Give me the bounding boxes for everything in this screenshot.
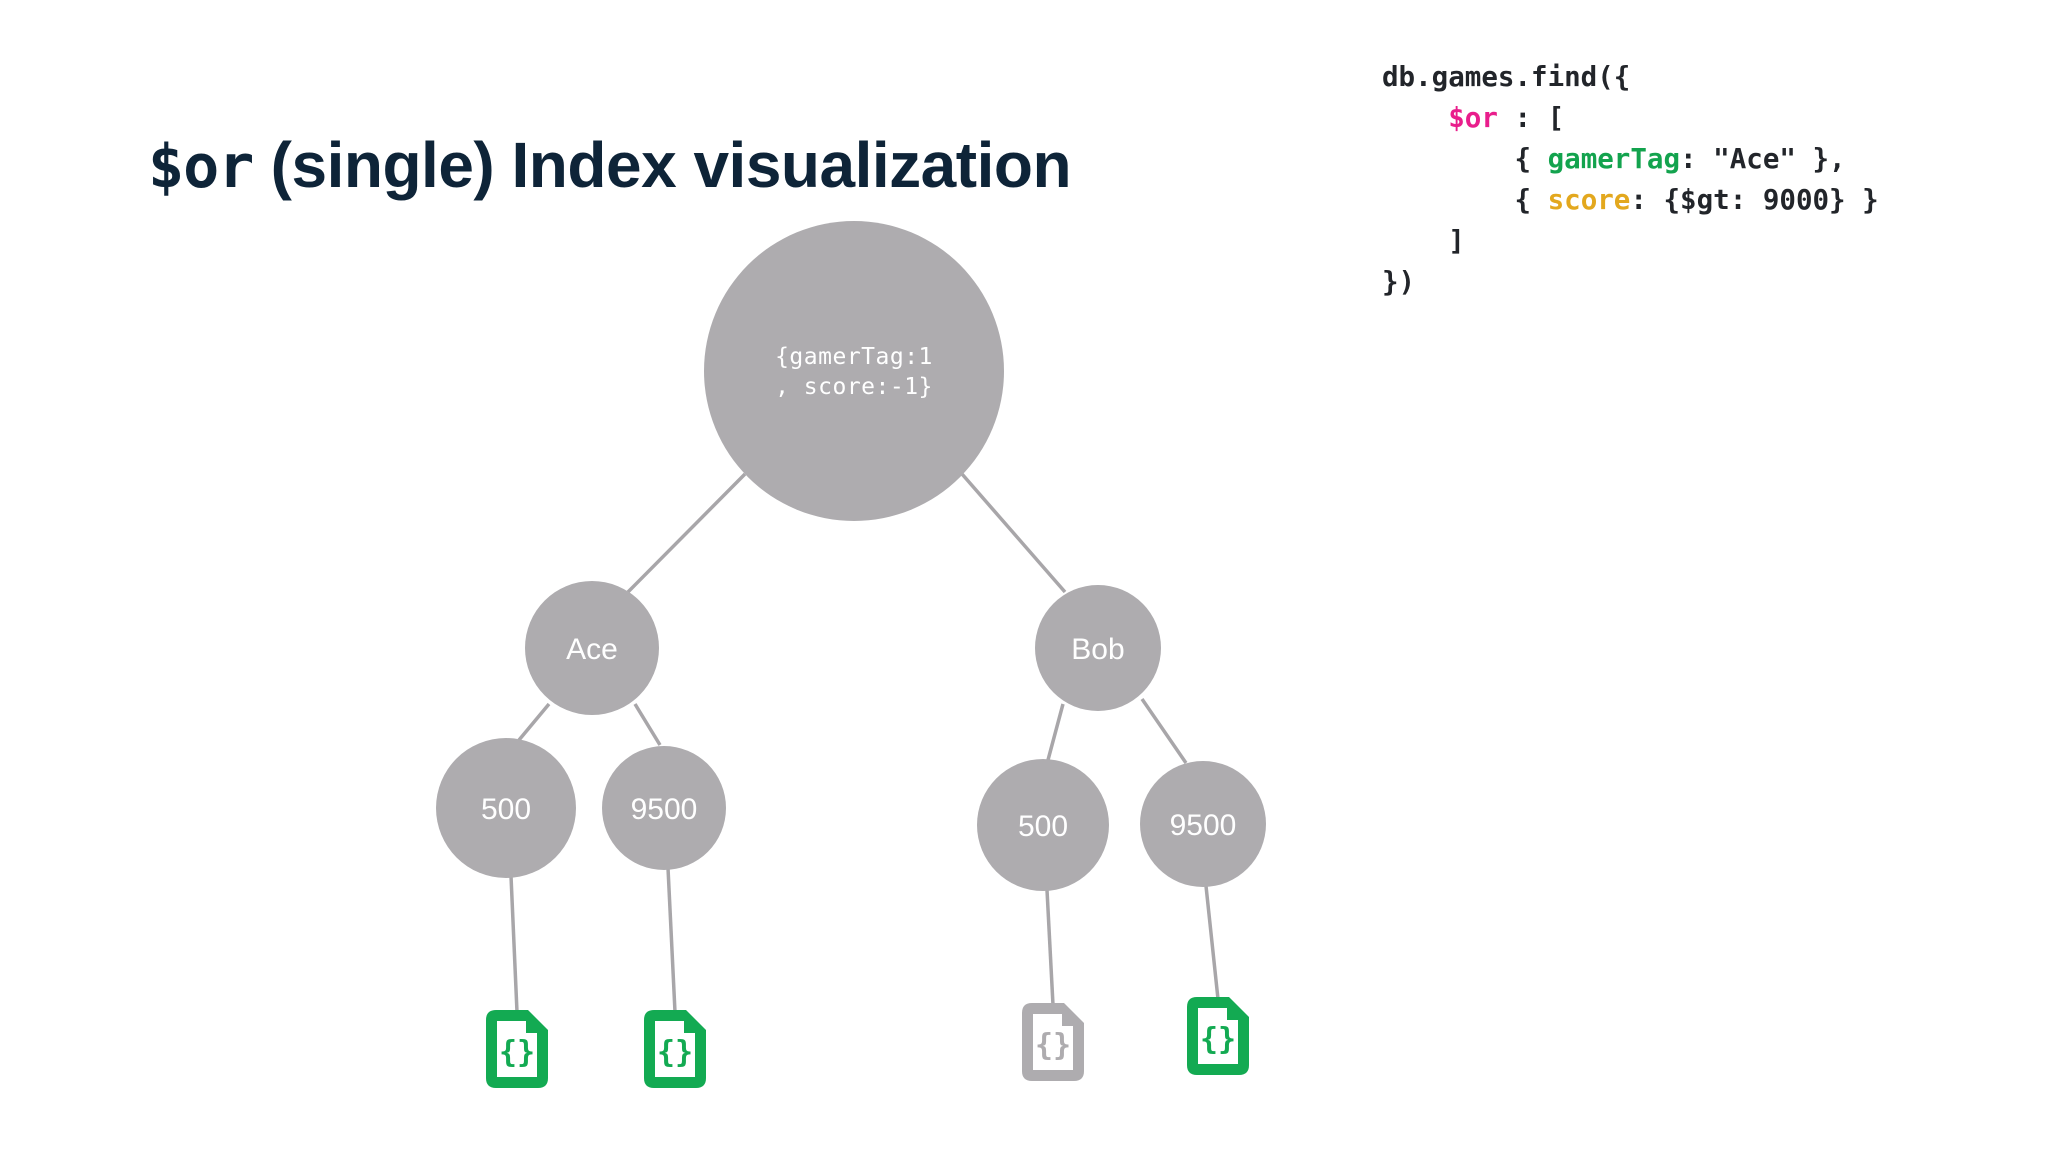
document-inner-page bbox=[655, 1021, 695, 1077]
value-node-label: 500 bbox=[481, 793, 531, 826]
code-token-open-array: : [ bbox=[1497, 102, 1565, 134]
code-token-gamertag-value: : "Ace" }, bbox=[1680, 143, 1846, 175]
code-token-score-field: score bbox=[1547, 184, 1631, 216]
connector-ace-to-500 bbox=[517, 702, 551, 742]
code-token-or-operator: $or bbox=[1448, 102, 1498, 134]
value-node-label: 9500 bbox=[1170, 809, 1237, 842]
root-node-label-line1: {gamerTag:1 bbox=[775, 344, 933, 370]
tree-node-value-ace-500[interactable]: 500 bbox=[436, 738, 576, 878]
root-node-label-line2: , score:-1} bbox=[775, 374, 933, 400]
tree-connectors bbox=[509, 472, 1220, 1013]
tree-node-value-bob-9500[interactable]: 9500 bbox=[1140, 761, 1266, 887]
code-token-gamertag-field: gamerTag bbox=[1547, 143, 1681, 175]
connector-bob-to-500 bbox=[1046, 703, 1065, 761]
connector-root-to-bob bbox=[960, 472, 1067, 594]
document-icon-4[interactable]: {} bbox=[1187, 997, 1249, 1075]
document-inner-page bbox=[1198, 1008, 1238, 1064]
page-title-rest: (single) Index visualization bbox=[253, 129, 1072, 201]
bob-node-label: Bob bbox=[1071, 633, 1124, 666]
value-node-label: 500 bbox=[1018, 810, 1068, 843]
code-line-2: $or : [ bbox=[1382, 98, 1879, 139]
document-inner-page bbox=[497, 1021, 537, 1077]
document-braces-glyph: {} bbox=[657, 1035, 693, 1070]
document-inner-page bbox=[1033, 1014, 1073, 1070]
code-token-find: db.games.find({ bbox=[1382, 61, 1631, 93]
code-line-1: db.games.find({ bbox=[1382, 57, 1879, 98]
code-indent: { bbox=[1382, 184, 1548, 216]
code-token-score-value: : {$gt: 9000} } bbox=[1630, 184, 1879, 216]
code-line-3: { gamerTag: "Ace" }, bbox=[1382, 139, 1879, 180]
page-title-operator: $or bbox=[148, 132, 254, 202]
ace-node-circle bbox=[525, 581, 659, 715]
code-line-5: ] bbox=[1382, 221, 1879, 262]
document-braces-glyph: {} bbox=[1200, 1022, 1236, 1057]
value-node-circle bbox=[1140, 761, 1266, 887]
ace-node-label: Ace bbox=[566, 633, 618, 666]
tree-node-bob[interactable]: Bob bbox=[1035, 585, 1161, 711]
connector-ace-to-9500 bbox=[633, 703, 662, 746]
page-title: $or (single) Index visualization bbox=[148, 133, 1072, 197]
mongodb-query-code-block: db.games.find({ $or : [ { gamerTag: "Ace… bbox=[1382, 57, 1879, 303]
tree-node-root[interactable]: {gamerTag:1 , score:-1} bbox=[704, 221, 1004, 521]
bob-node-circle bbox=[1035, 585, 1161, 711]
code-line-6: }) bbox=[1382, 262, 1879, 303]
connector-root-to-ace bbox=[626, 472, 747, 594]
document-braces-glyph: {} bbox=[1035, 1028, 1071, 1063]
value-node-circle bbox=[977, 759, 1109, 891]
code-token-close-array: ] bbox=[1382, 225, 1465, 257]
document-icon-3[interactable]: {} bbox=[1022, 1003, 1084, 1081]
value-node-label: 9500 bbox=[631, 793, 698, 826]
connector-9500-to-doc-4 bbox=[1204, 885, 1220, 1000]
code-line-4: { score: {$gt: 9000} } bbox=[1382, 180, 1879, 221]
tree-node-ace[interactable]: Ace bbox=[525, 581, 659, 715]
connector-9500-to-doc-2 bbox=[666, 867, 677, 1013]
document-icon-1[interactable]: {} bbox=[486, 1010, 548, 1088]
root-node-circle bbox=[704, 221, 1004, 521]
connector-bob-to-9500 bbox=[1140, 698, 1188, 764]
value-node-circle bbox=[436, 738, 576, 878]
connector-500-to-doc-3 bbox=[1045, 889, 1055, 1006]
document-braces-glyph: {} bbox=[499, 1035, 535, 1070]
connector-500-to-doc-1 bbox=[509, 875, 519, 1013]
value-node-circle bbox=[602, 746, 726, 870]
code-token-close-find: }) bbox=[1382, 266, 1416, 298]
tree-node-value-bob-500[interactable]: 500 bbox=[977, 759, 1109, 891]
document-icon-2[interactable]: {} bbox=[644, 1010, 706, 1088]
code-indent: { bbox=[1382, 143, 1548, 175]
tree-node-value-ace-9500[interactable]: 9500 bbox=[602, 746, 726, 870]
